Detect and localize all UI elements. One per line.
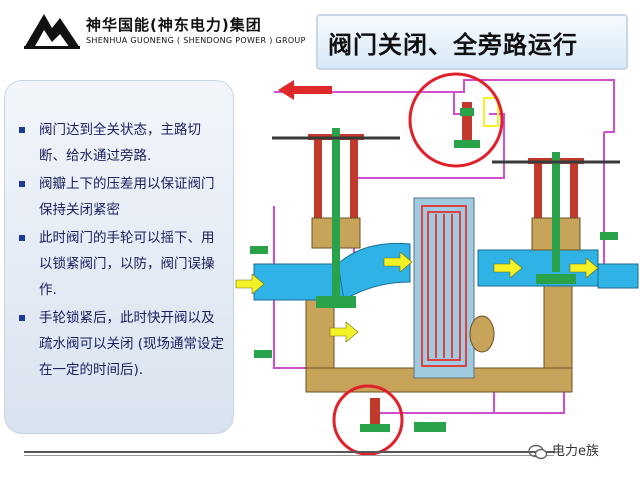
bullet-square-icon xyxy=(19,235,25,241)
brand-name-en: SHENHUA GUONENG ( SHENDONG POWER ) GROUP xyxy=(86,36,306,45)
company-logo-icon xyxy=(22,8,82,50)
valve-bypass-diagram xyxy=(234,68,640,468)
text-panel: 阀门达到全关状态，主路切断、给水通过旁路. 阀瓣上下的压差用以保证阀门保持关闭紧… xyxy=(4,80,234,434)
footer-divider-thin xyxy=(24,455,554,456)
watermark: 电力e族 xyxy=(528,440,599,462)
bullet-text: 手轮锁紧后，此时快开阀以及疏水阀可以关闭 (现场通常设定在一定的时间后). xyxy=(39,310,224,378)
bullet-text: 阀瓣上下的压差用以保证阀门保持关闭紧密 xyxy=(39,176,215,218)
bullet-square-icon xyxy=(19,181,25,187)
bullet-item: 阀瓣上下的压差用以保证阀门保持关闭紧密 xyxy=(19,171,227,223)
bullet-item: 此时阀门的手轮可以摇下、用以锁紧阀门，以防，阀门误操作. xyxy=(19,225,227,303)
bullet-square-icon xyxy=(19,315,25,321)
watermark-text: 电力e族 xyxy=(552,444,599,459)
bullet-item: 阀门达到全关状态，主路切断、给水通过旁路. xyxy=(19,117,227,169)
wechat-icon xyxy=(528,444,548,460)
bullet-text: 此时阀门的手轮可以摇下、用以锁紧阀门，以防，阀门误操作. xyxy=(39,230,215,298)
bullet-item: 手轮锁紧后，此时快开阀以及疏水阀可以关闭 (现场通常设定在一定的时间后). xyxy=(19,305,227,383)
actuator xyxy=(470,316,494,352)
page-title: 阀门关闭、全旁路运行 xyxy=(328,25,578,60)
bullet-square-icon xyxy=(19,127,25,133)
pilot-valve-icon xyxy=(454,98,498,148)
title-banner: 阀门关闭、全旁路运行 xyxy=(316,14,628,70)
brand-name-cn: 神华国能(神东电力)集团 xyxy=(86,14,262,35)
bullet-list: 阀门达到全关状态，主路切断、给水通过旁路. 阀瓣上下的压差用以保证阀门保持关闭紧… xyxy=(19,117,227,385)
footer-divider xyxy=(24,451,554,453)
header: 神华国能(神东电力)集团 SHENHUA GUONENG ( SHENDONG … xyxy=(0,0,640,70)
heater-bundle xyxy=(422,206,466,366)
flow-arrow-icon xyxy=(278,80,332,100)
bullet-text: 阀门达到全关状态，主路切断、给水通过旁路. xyxy=(39,122,201,164)
